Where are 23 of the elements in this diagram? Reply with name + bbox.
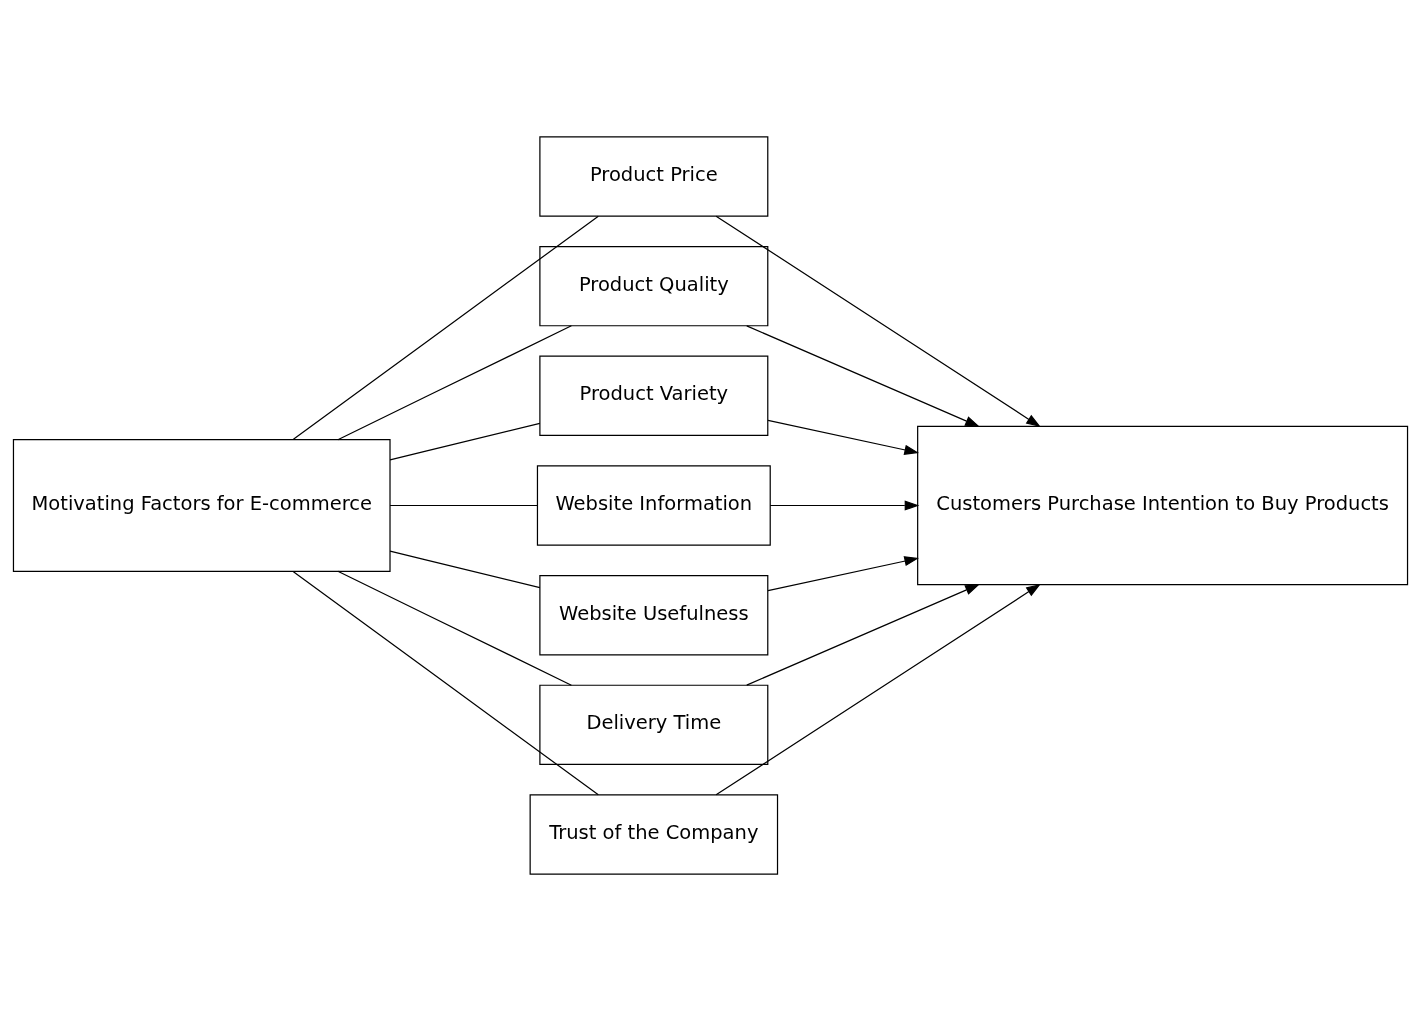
connector	[337, 324, 572, 440]
arrow	[767, 419, 919, 455]
arrow	[715, 583, 1041, 795]
connector	[292, 570, 599, 795]
node-box: Delivery Time	[539, 684, 769, 765]
node-box: Product Variety	[539, 355, 769, 436]
node-box: Trust of the Company	[529, 793, 779, 875]
node-box: Website Information	[536, 464, 771, 546]
node-box: Motivating Factors for E-commerce	[12, 438, 391, 572]
arrow	[746, 583, 980, 686]
arrow	[715, 215, 1041, 427]
connector	[389, 422, 541, 460]
arrow	[769, 499, 920, 511]
node-box: Product Price	[539, 135, 769, 217]
node-box: Customers Purchase Intention to Buy Products	[917, 425, 1409, 585]
connector	[292, 215, 599, 440]
connector	[389, 504, 538, 506]
node-box: Website Usefulness	[539, 574, 769, 655]
arrow	[767, 555, 919, 591]
connector	[337, 570, 572, 686]
node-box: Product Quality	[539, 245, 769, 326]
arrow	[746, 324, 980, 427]
connector	[389, 550, 541, 588]
